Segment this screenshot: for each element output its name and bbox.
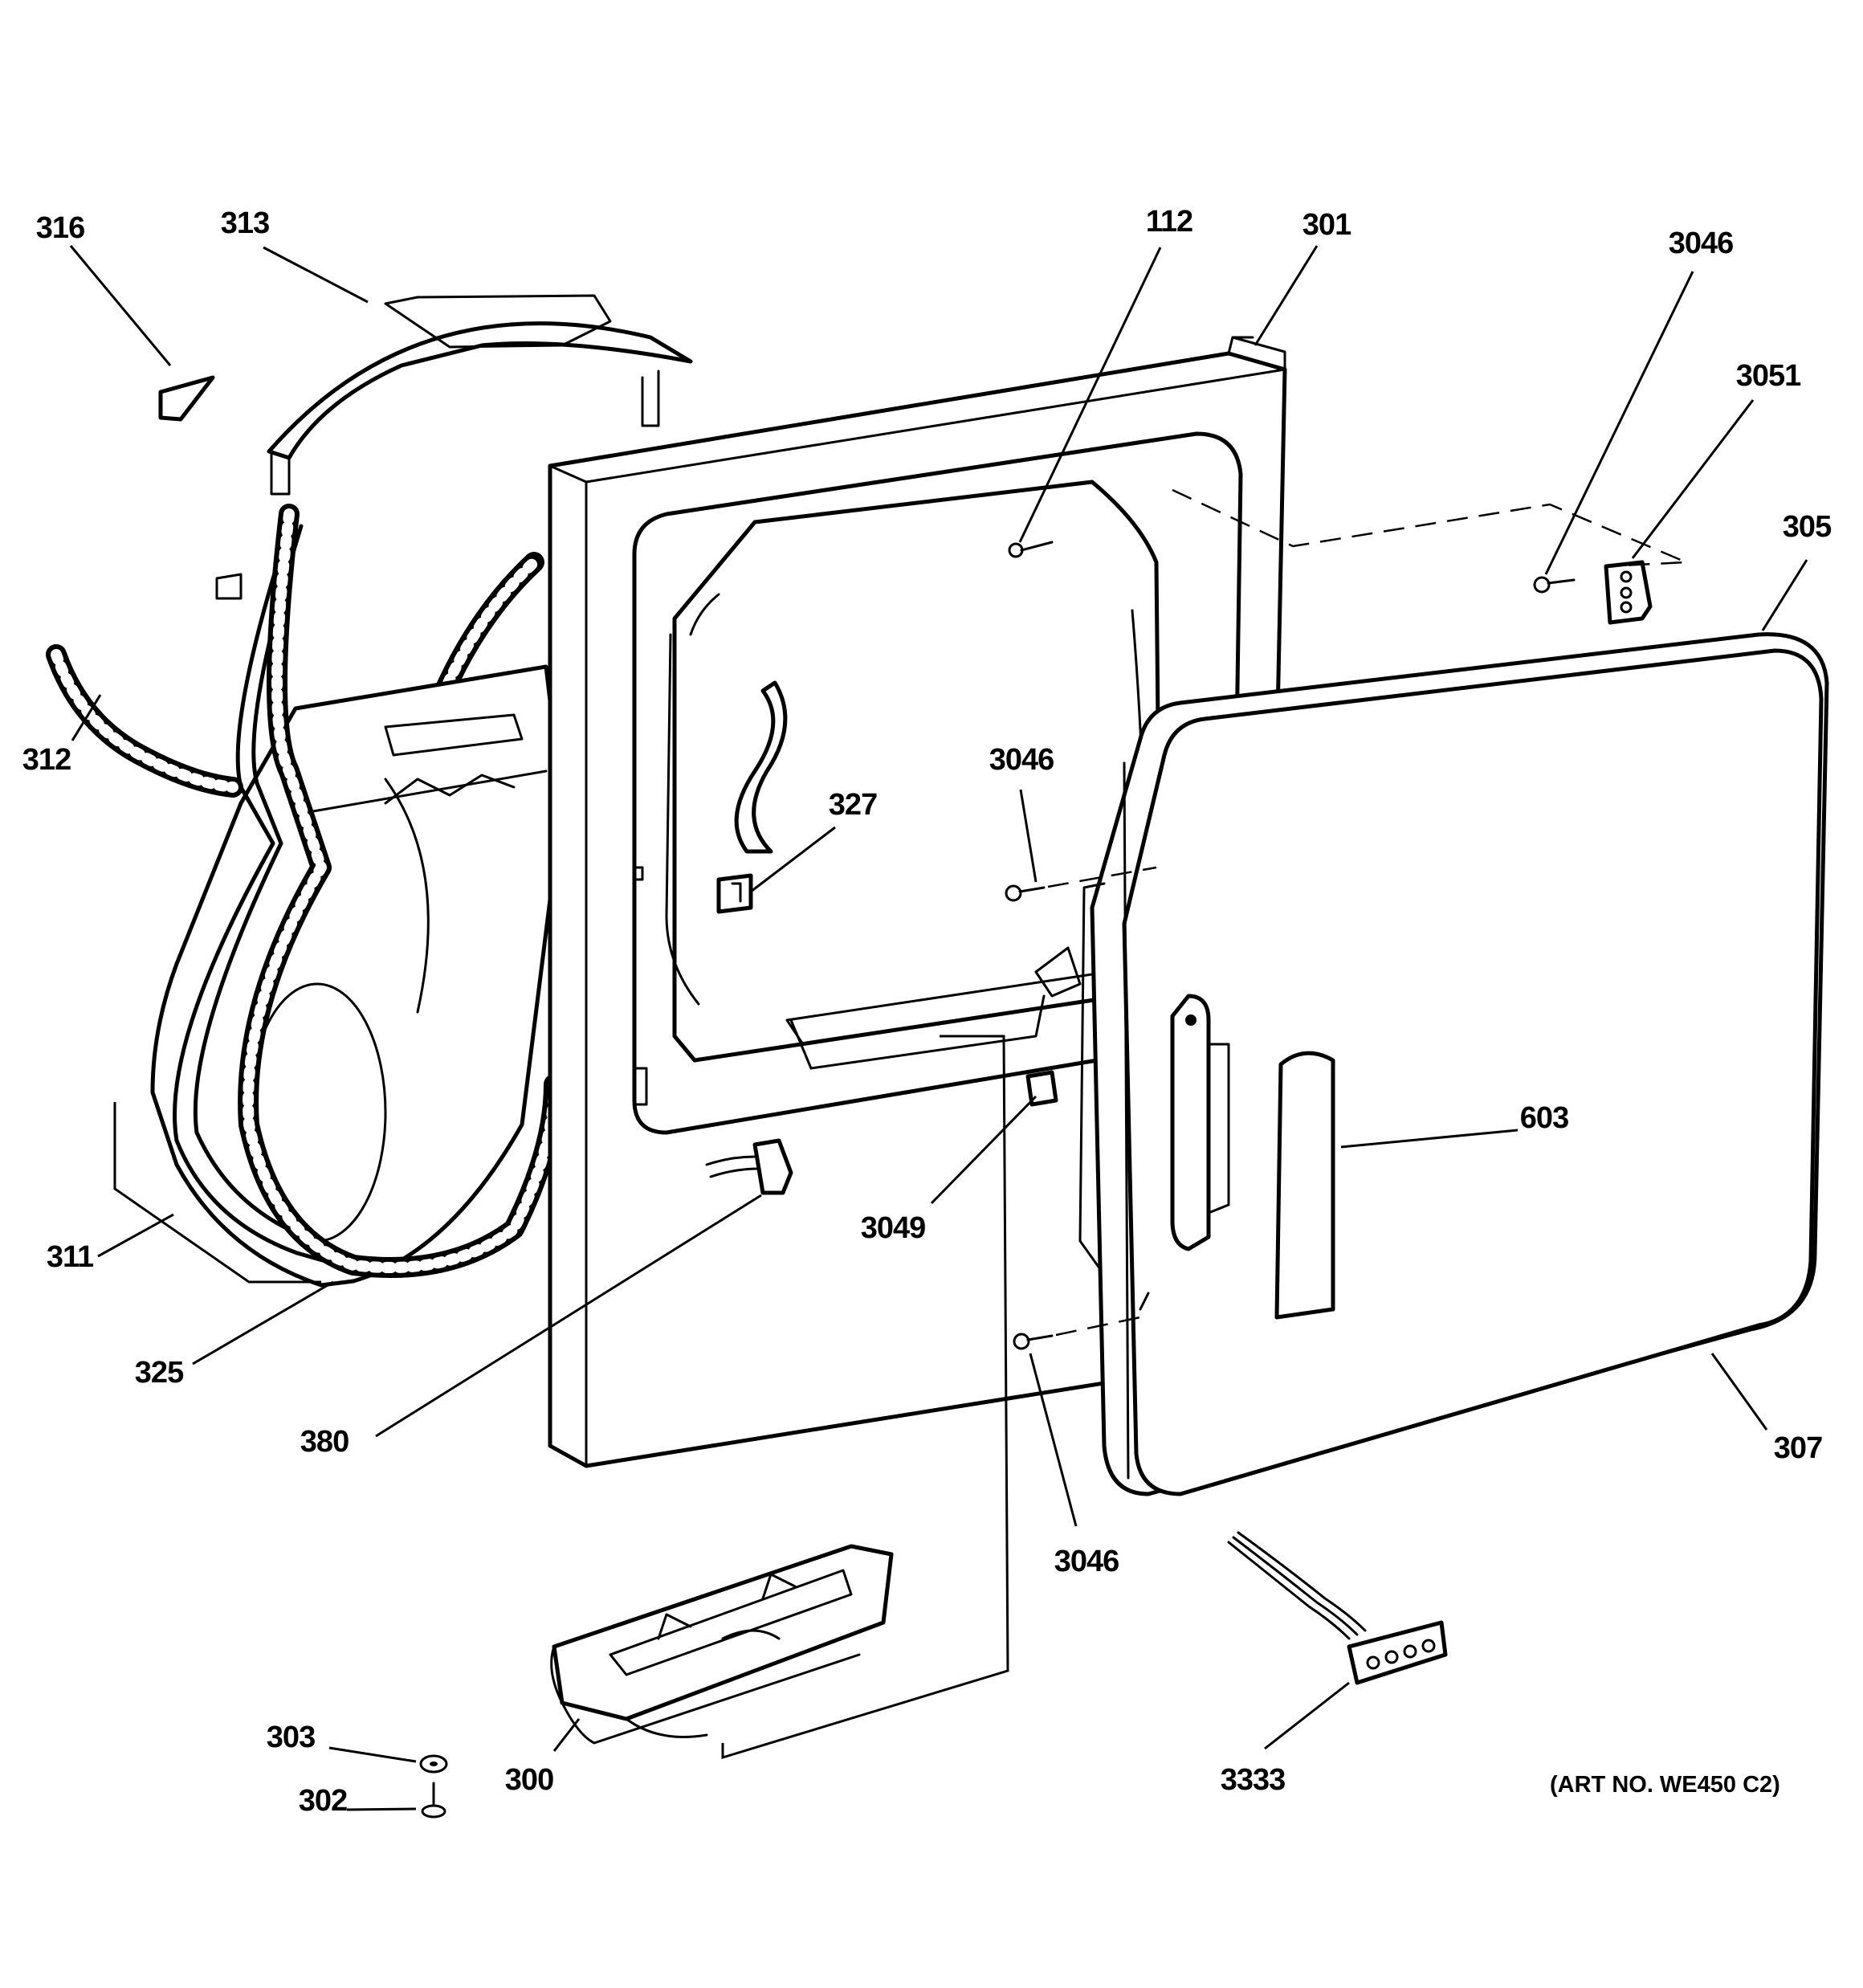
screw-3046-top xyxy=(1533,576,1576,594)
callout-303: 303 xyxy=(266,1721,316,1754)
drum-light-hook xyxy=(734,680,788,854)
part-3333-harness xyxy=(1227,1531,1448,1685)
screw-3046-bottom xyxy=(1013,1316,1141,1350)
callout-301: 301 xyxy=(1302,208,1351,242)
screw-3046-mid xyxy=(1005,866,1157,902)
leader-lines xyxy=(69,245,1808,1811)
callout-327: 327 xyxy=(828,788,878,822)
callout-3046-mid: 3046 xyxy=(989,743,1055,777)
callout-380: 380 xyxy=(300,1425,349,1459)
callout-3049: 3049 xyxy=(860,1211,927,1245)
callout-305: 305 xyxy=(1782,510,1832,544)
callout-603: 603 xyxy=(1519,1101,1569,1135)
part-325-seal xyxy=(238,504,565,1278)
part-327-switch xyxy=(716,873,753,914)
drum-front-housing xyxy=(150,664,565,1288)
part-313-bracket xyxy=(267,294,693,496)
callout-112: 112 xyxy=(1145,205,1193,239)
part-316-strip xyxy=(158,375,215,422)
art-number-label: (ART NO. WE450 C2) xyxy=(1550,1772,1780,1798)
part-311-ring xyxy=(173,512,356,1272)
callout-316: 316 xyxy=(35,211,85,245)
part-305-door xyxy=(1078,632,1829,1496)
callout-300: 300 xyxy=(504,1763,554,1797)
callout-3051: 3051 xyxy=(1735,359,1802,393)
part-3051-hinge xyxy=(1604,560,1653,625)
callout-302: 302 xyxy=(298,1784,348,1818)
callout-3333: 3333 xyxy=(1220,1763,1286,1797)
callout-312: 312 xyxy=(22,743,71,777)
filter-guide-line xyxy=(721,1035,1009,1760)
callout-307: 307 xyxy=(1773,1431,1823,1465)
callout-311: 311 xyxy=(46,1240,94,1274)
part-303-washer xyxy=(419,1754,448,1774)
callout-313: 313 xyxy=(220,206,270,240)
callout-3046-bottom: 3046 xyxy=(1054,1545,1120,1578)
part-380-switch xyxy=(705,1138,793,1195)
callout-325: 325 xyxy=(134,1356,184,1390)
callout-3046-top: 3046 xyxy=(1668,227,1735,260)
part-300-lint-filter xyxy=(550,1544,894,1745)
part-302-screw xyxy=(421,1782,446,1819)
hinge-guide-line xyxy=(1172,488,1687,568)
